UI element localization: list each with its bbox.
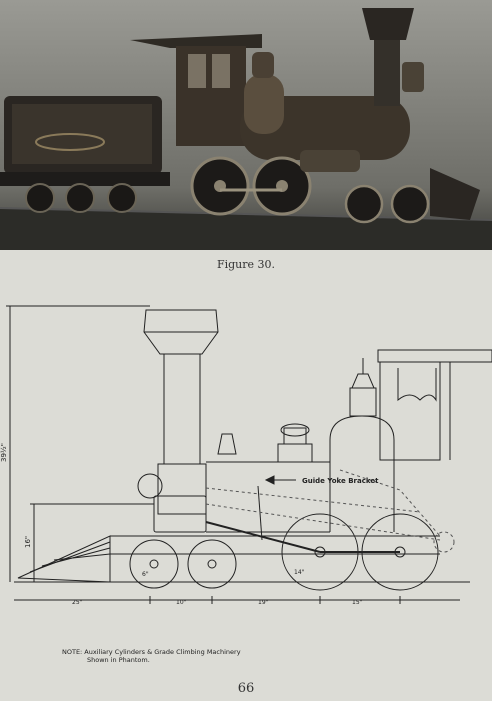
dim-front-overhang: 25" bbox=[72, 599, 83, 606]
callout-guide-yoke-bracket: Guide Yoke Bracket bbox=[302, 477, 379, 485]
locomotive-line-drawing: Guide Yoke Bracket 39½" 16" 25" 10" 19" … bbox=[0, 305, 492, 606]
page-number: 66 bbox=[237, 681, 255, 696]
dim-cylinder-height: 16" bbox=[24, 536, 32, 548]
dim-driver-spacing: 15" bbox=[352, 599, 363, 606]
figure-caption: Figure 30. bbox=[216, 258, 276, 271]
dim-overall-height: 39½" bbox=[0, 443, 8, 462]
note-line-2: Shown in Phantom. bbox=[87, 656, 150, 664]
locomotive-photograph bbox=[0, 0, 492, 250]
dim-driver-label: 14" bbox=[294, 569, 305, 576]
dim-mid-span: 19" bbox=[258, 599, 269, 606]
dim-wheel-label: 6" bbox=[142, 571, 149, 578]
note-line-1: NOTE: Auxiliary Cylinders & Grade Climbi… bbox=[62, 648, 241, 656]
dim-truck-spacing: 10" bbox=[176, 599, 187, 606]
drawing-note: NOTE: Auxiliary Cylinders & Grade Climbi… bbox=[62, 648, 322, 664]
